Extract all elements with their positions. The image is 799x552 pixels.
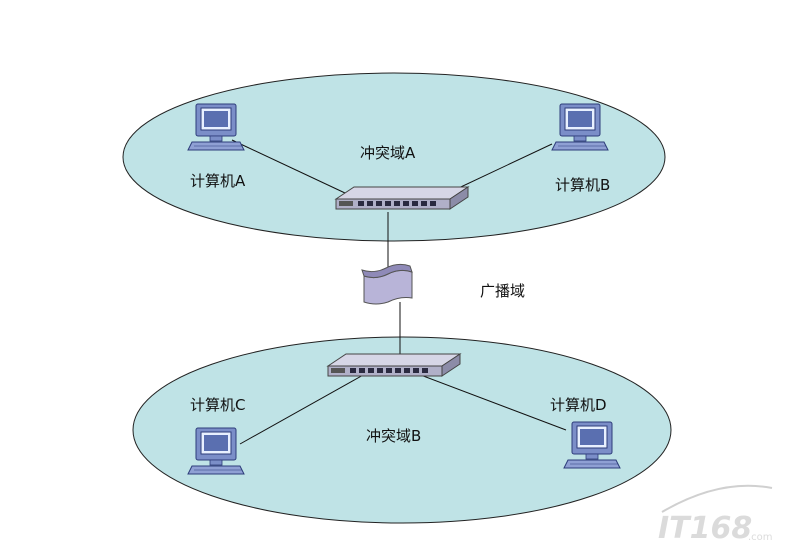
svg-text:.com: .com bbox=[748, 532, 773, 543]
collision-domain-b-label: 冲突域B bbox=[366, 427, 421, 445]
it168-watermark-logo: IT168 .com bbox=[658, 484, 773, 546]
collision-domain-b-ellipse bbox=[132, 336, 672, 524]
router-icon bbox=[361, 263, 413, 305]
collision-domain-a-ellipse bbox=[122, 72, 666, 242]
collision-domain-a-label: 冲突域A bbox=[360, 144, 416, 162]
computer-d-icon bbox=[563, 421, 621, 469]
computer-c-label: 计算机C bbox=[190, 396, 245, 414]
broadcast-domain-label: 广播域 bbox=[480, 282, 525, 300]
computer-a-icon bbox=[187, 103, 245, 151]
links bbox=[231, 139, 567, 445]
computer-c-icon bbox=[187, 427, 245, 475]
svg-text:IT168: IT168 bbox=[658, 511, 752, 546]
computer-b-label: 计算机B bbox=[555, 176, 610, 194]
computer-a-label: 计算机A bbox=[190, 172, 246, 190]
switch-bottom-icon bbox=[327, 353, 461, 377]
switch-top-icon bbox=[335, 186, 469, 210]
computer-b-icon bbox=[551, 103, 609, 151]
computer-d-label: 计算机D bbox=[550, 396, 607, 414]
